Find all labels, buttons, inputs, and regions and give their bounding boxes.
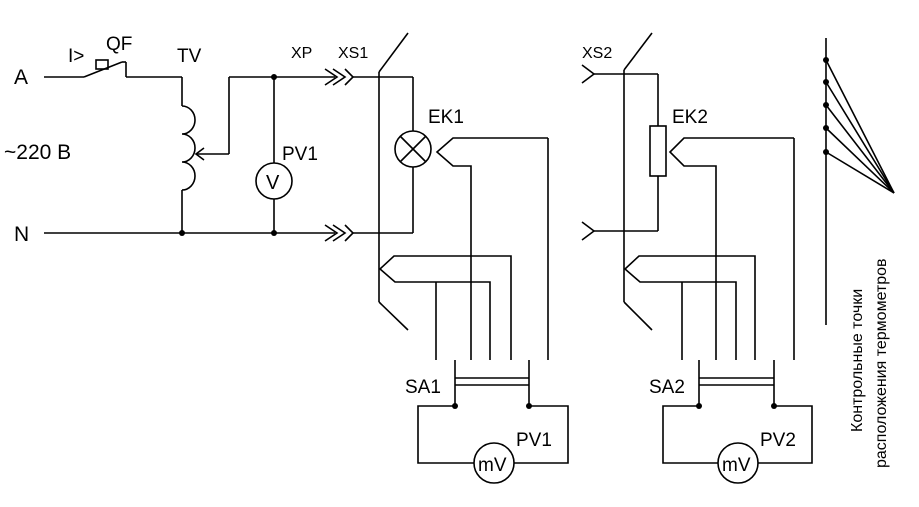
switch2-label: SA2 [649, 377, 685, 398]
voltmeter-label: PV1 [282, 144, 318, 165]
switch-sa1 [454, 360, 530, 406]
lamp-ek1 [394, 130, 432, 168]
millivolt-symbol-1: mV [478, 455, 507, 476]
measurement-section-1: XS1 EK1 SA1 [338, 32, 569, 484]
overcurrent-label: I> [68, 46, 84, 67]
millivolt-symbol-2: mV [722, 455, 751, 476]
circuit-breaker-qf [83, 59, 127, 78]
voltage-label: ~220 В [4, 141, 71, 164]
breaker-label: QF [106, 34, 132, 55]
neutral-label: N [14, 223, 29, 246]
resistor-label: EK2 [672, 107, 708, 128]
millivoltmeter-pv2 [717, 442, 759, 484]
socket-xs2 [581, 64, 596, 84]
lamp-label: EK1 [428, 107, 464, 128]
autotransformer-tv [181, 77, 230, 233]
millivoltmeter2-label: PV2 [760, 430, 796, 451]
switch-sa2 [698, 360, 775, 406]
caption-line-1: Контрольные точки [849, 289, 866, 432]
plug-xp [324, 68, 347, 242]
socket1-label: XS1 [338, 45, 368, 62]
switch1-label: SA1 [405, 377, 441, 398]
millivoltmeter1-label: PV1 [516, 430, 552, 451]
phase-label: A [14, 66, 28, 89]
caption-line-2: расположения термометров [873, 258, 890, 468]
measurement-section-2: XS2 EK2 SA2 mV [581, 32, 813, 484]
thermometer-points: Контрольные точки расположения термометр… [823, 38, 895, 468]
supply-section: A N ~220 В I> QF TV [4, 34, 347, 246]
transformer-label: TV [177, 46, 202, 67]
millivoltmeter-pv1 [473, 442, 515, 484]
voltmeter-symbol: V [266, 172, 280, 194]
plug-label: XP [291, 45, 312, 62]
resistor-ek2 [649, 125, 667, 177]
socket2-label: XS2 [582, 45, 612, 62]
